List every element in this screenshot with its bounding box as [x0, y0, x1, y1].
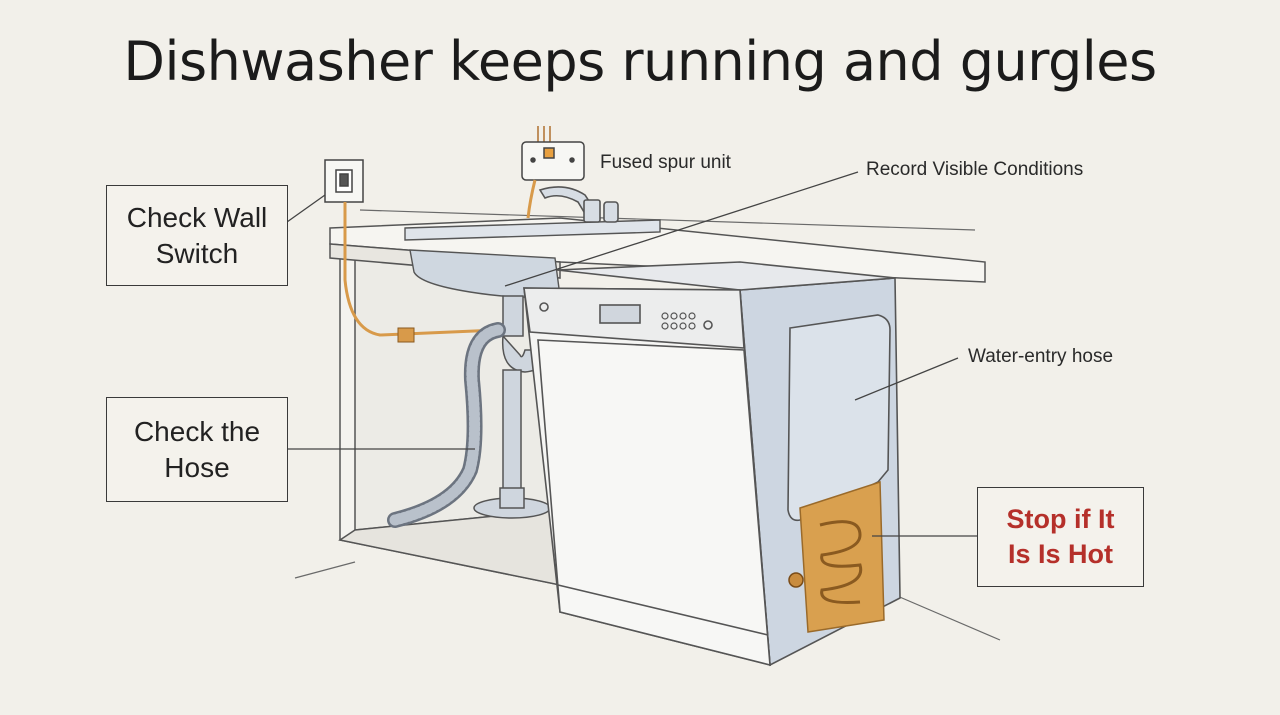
leader-lines [286, 171, 977, 537]
callout-stop-if-hot: Stop if It Is Is Hot [977, 487, 1144, 587]
label-fused-spur-unit: Fused spur unit [600, 152, 731, 173]
tap [538, 186, 619, 223]
heating-element [788, 480, 885, 633]
callout-check-hose: Check the Hose [106, 397, 288, 502]
dishwasher-front [523, 287, 771, 667]
room-lines [294, 209, 1001, 641]
diagram-title: Dishwasher keeps running and gurgles [123, 30, 1157, 93]
wall-switch [324, 159, 364, 203]
callout-check-wall-switch-text: Check Wall Switch [126, 201, 268, 269]
fused-spur-icon [521, 126, 585, 181]
label-water-entry-hose: Water-entry hose [968, 346, 1114, 367]
cable-connector [397, 327, 415, 343]
callout-check-hose-text: Check the Hose [133, 415, 261, 483]
supply-cable [343, 179, 537, 337]
callout-stop-if-hot-text: Stop if It Is Is Hot [1006, 504, 1115, 569]
label-record-visible-conditions: Record Visible Conditions [866, 159, 1084, 180]
callout-check-wall-switch: Check Wall Switch [106, 185, 288, 286]
dishwasher-top [556, 261, 896, 291]
